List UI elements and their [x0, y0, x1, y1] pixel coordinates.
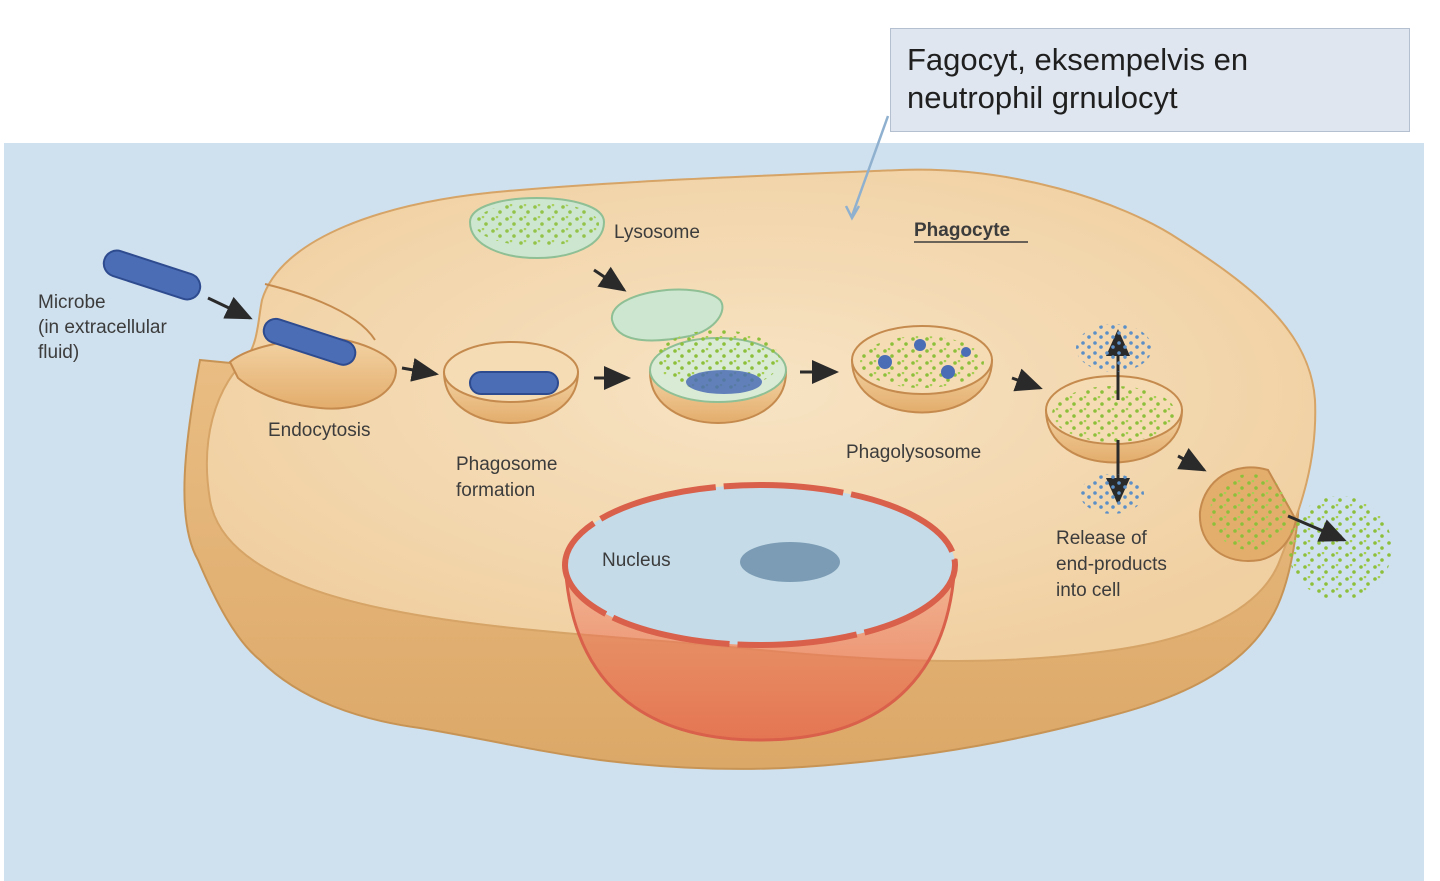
label-phagolysosome: Phagolysosome — [846, 442, 981, 463]
end-products-top — [1076, 324, 1152, 372]
label-microbe-line2: (in extracellular — [38, 317, 167, 338]
end-products-bottom — [1080, 474, 1144, 514]
arrow-phagolysosome-to-release — [1011, 368, 1043, 392]
label-phagocyte: Phagocyte — [914, 220, 1010, 241]
label-lysosome: Lysosome — [614, 222, 700, 243]
label-release-line2: end-products — [1056, 554, 1167, 575]
label-microbe-line3: fluid) — [38, 342, 79, 363]
callout-box: Fagocyt, eksempelvis en neutrophil grnul… — [890, 28, 1410, 132]
expelled-granules — [1288, 496, 1392, 600]
microbe-entering-icon — [262, 317, 357, 366]
microbe-icon — [102, 249, 202, 301]
arrow-to-endocytosis — [207, 296, 253, 320]
callout-text: Fagocyt, eksempelvis en neutrophil grnul… — [907, 41, 1248, 117]
arrow-exocytosis-out — [1287, 514, 1347, 542]
label-endocytosis: Endocytosis — [268, 420, 370, 441]
callout-line2: neutrophil grnulocyt — [907, 80, 1178, 115]
callout-line1: Fagocyt, eksempelvis en — [907, 42, 1249, 77]
arrow-endocytosis-to-phagosome — [401, 358, 439, 382]
cell-top-surface — [205, 168, 1317, 662]
label-phagosome-line1: Phagosome — [456, 454, 557, 475]
label-release-line3: into cell — [1056, 580, 1120, 601]
fusion-lysosome-part — [610, 288, 724, 342]
label-nucleus: Nucleus — [602, 550, 671, 571]
phagosome-microbe-icon — [469, 371, 559, 395]
label-phagosome-line2: formation — [456, 480, 535, 501]
endocytosis-rim — [264, 283, 376, 341]
label-release-line1: Release of — [1056, 528, 1148, 549]
arrow-lysosome-to-fusion — [593, 266, 627, 292]
nucleolus — [740, 542, 840, 582]
label-microbe-line1: Microbe — [38, 292, 106, 313]
callout-pointer — [850, 115, 890, 217]
arrow-release-to-exocytosis — [1177, 448, 1207, 472]
